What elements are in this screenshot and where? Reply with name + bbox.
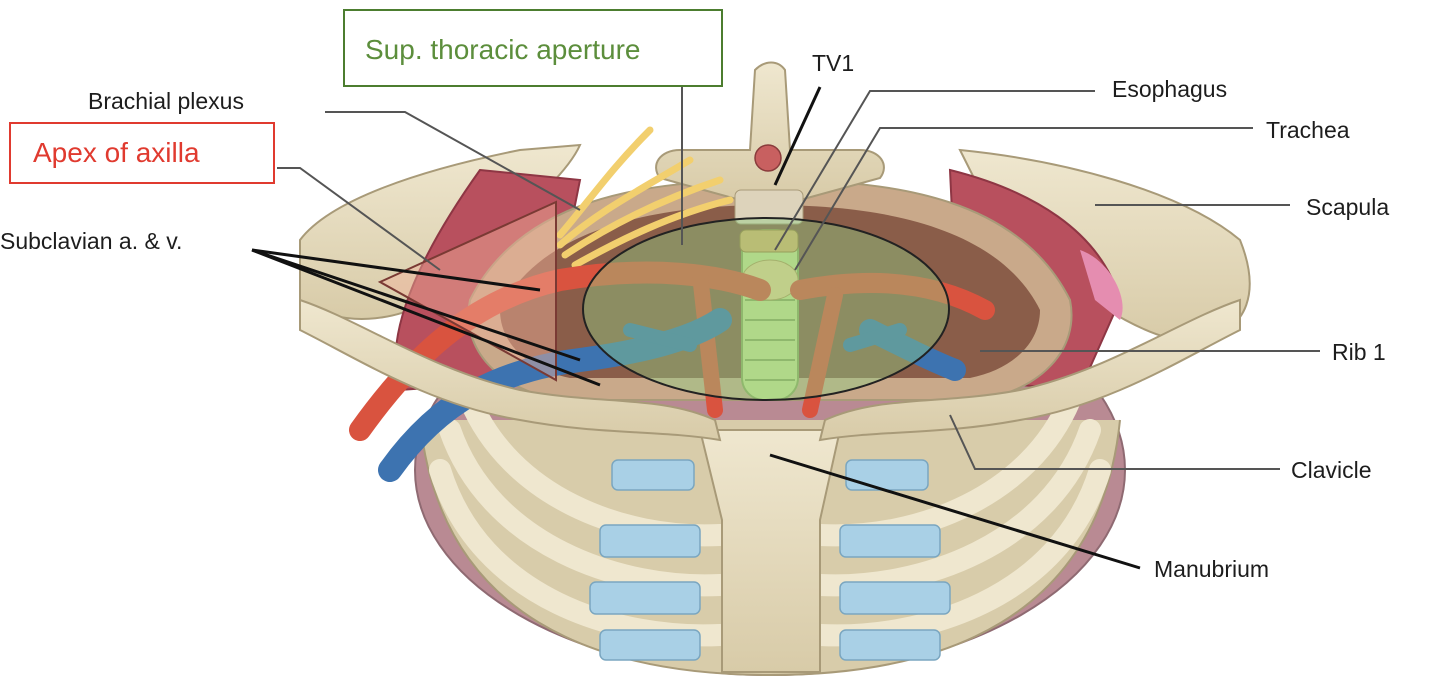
tv1-label: TV1 bbox=[812, 50, 855, 76]
leader-lines-dark bbox=[251, 86, 1141, 570]
apex-triangle bbox=[377, 200, 557, 382]
apex-of-axilla-box: Apex of axilla bbox=[9, 122, 275, 184]
vertebra-tv1 bbox=[655, 61, 885, 225]
aperture-outline bbox=[582, 217, 950, 401]
esophagus-label: Esophagus bbox=[1112, 76, 1228, 102]
leader-lines bbox=[277, 85, 1320, 470]
sup-thoracic-aperture-label: Sup. thoracic aperture bbox=[365, 34, 641, 65]
brachial-plexus-label: Brachial plexus bbox=[88, 88, 244, 114]
subclavian-label: Subclavian a. & v. bbox=[0, 228, 183, 254]
clavicles bbox=[299, 298, 1241, 442]
sup-thoracic-aperture-box: Sup. thoracic aperture bbox=[343, 9, 723, 87]
scapula-label: Scapula bbox=[1306, 194, 1390, 220]
trachea-label: Trachea bbox=[1266, 117, 1350, 143]
manubrium-label: Manubrium bbox=[1154, 556, 1270, 582]
clavicle-label: Clavicle bbox=[1291, 457, 1372, 483]
apex-of-axilla-label: Apex of axilla bbox=[33, 137, 200, 168]
rib1-label: Rib 1 bbox=[1332, 339, 1386, 365]
brachial-plexus bbox=[556, 126, 734, 269]
